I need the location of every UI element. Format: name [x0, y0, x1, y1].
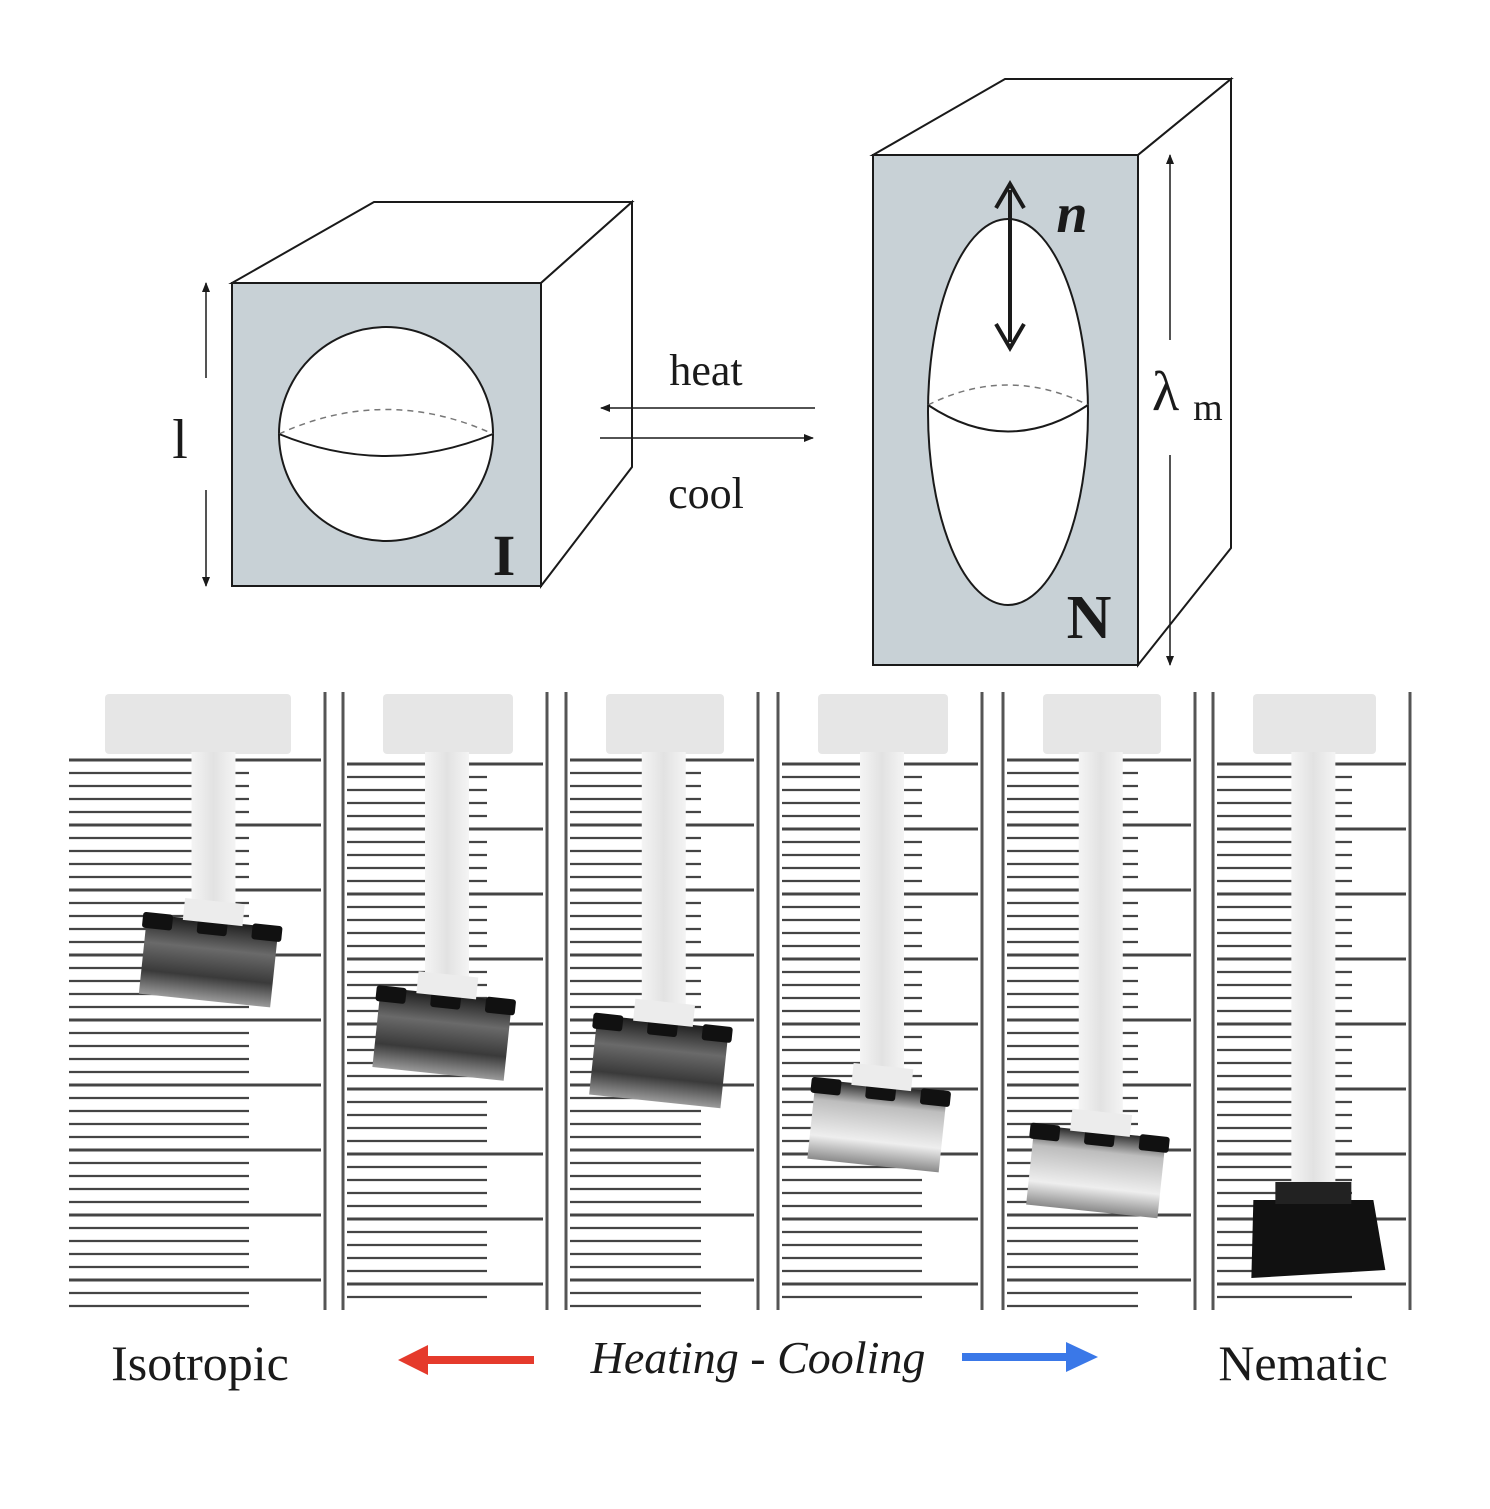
- sample-strip: [860, 752, 904, 1080]
- photo-strip: [69, 692, 1412, 1310]
- nematic-phase-label: N: [1067, 584, 1112, 652]
- sample-strip: [425, 752, 469, 989]
- weight-clip: [807, 1062, 951, 1173]
- photo-panel: [782, 694, 978, 1299]
- ellipsoid-equator-front: [927, 404, 1089, 433]
- cool-label: cool: [668, 469, 744, 518]
- sample-strip: [1291, 752, 1336, 1190]
- isotropic-caption: Isotropic: [111, 1335, 289, 1391]
- weight-clip: [138, 897, 283, 1008]
- heating-arrow: [398, 1345, 534, 1375]
- photo-panel: [347, 694, 543, 1299]
- director-arrow: [994, 180, 1026, 352]
- isotropic-cube: l I: [172, 199, 635, 589]
- ellipsoid-equator-back: [927, 384, 1089, 406]
- photo-panel: [69, 694, 321, 1308]
- sphere-equator-front: [278, 433, 494, 457]
- isotropic-phase-label: I: [493, 523, 516, 588]
- caption-row: Isotropic Heating - Cooling Nematic: [111, 1332, 1388, 1391]
- weight-clip: [1251, 1182, 1386, 1278]
- weight-clip: [1026, 1108, 1170, 1219]
- clamp-block: [1253, 694, 1376, 754]
- clamp-block: [818, 694, 948, 754]
- sphere-equator-back: [278, 408, 494, 435]
- sample-strip: [641, 752, 686, 1016]
- photo-panel: [1007, 694, 1191, 1308]
- clamp-block: [606, 694, 724, 754]
- weight-clip: [589, 998, 733, 1109]
- photo-panel: [570, 694, 754, 1308]
- photo-panel: [1217, 694, 1406, 1299]
- isotropic-length-label: l: [172, 409, 188, 471]
- sphere-shape: [278, 326, 494, 542]
- nematic-caption: Nematic: [1218, 1335, 1387, 1391]
- director-label: n: [1056, 183, 1087, 245]
- sample-strip: [1078, 752, 1123, 1126]
- cooling-arrow: [962, 1342, 1098, 1372]
- heat-label: heat: [669, 346, 742, 395]
- clamp-block: [105, 694, 291, 754]
- clamp-block: [1043, 694, 1161, 754]
- clamp-block: [383, 694, 513, 754]
- weight-clip: [372, 971, 516, 1081]
- heating-cooling-caption: Heating - Cooling: [590, 1332, 926, 1383]
- phase-transition-arrows: heat cool: [600, 346, 815, 518]
- sample-strip: [191, 752, 236, 915]
